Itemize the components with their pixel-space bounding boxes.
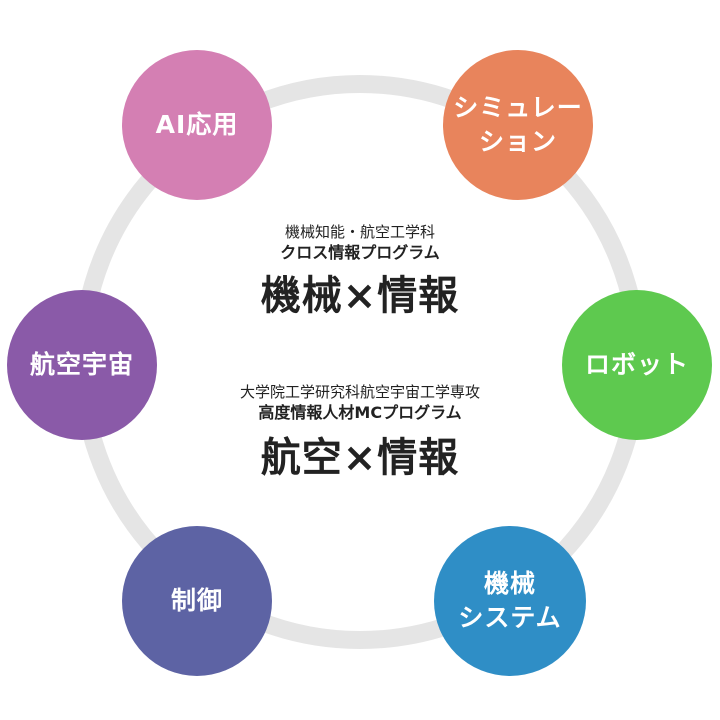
node-ai-application: AI応用 [122,50,272,200]
node-simulation-label: シミュレー ション [453,93,583,156]
center-block-aerospace: 大学院工学研究科航空宇宙工学専攻 高度情報人材MCプログラム 航空×情報 [160,382,560,482]
center-block-mechanical: 機械知能・航空工学科 クロス情報プログラム 機械×情報 [160,222,560,320]
node-ai-application-label: AI応用 [155,110,239,140]
node-robot: ロボット [562,290,712,440]
program-title: 航空×情報 [260,435,460,481]
node-control: 制御 [122,526,272,676]
node-simulation: シミュレー ション [443,50,593,200]
node-aerospace: 航空宇宙 [7,290,157,440]
node-control-label: 制御 [170,586,223,616]
node-robot-label: ロボット [584,350,689,380]
program-name: クロス情報プログラム [280,243,440,262]
department-name: 大学院工学研究科航空宇宙工学専攻 [239,383,480,401]
node-aerospace-label: 航空宇宙 [29,350,134,380]
node-mechanical-system-label: 機械 システム [458,569,562,632]
program-name: 高度情報人材MCプログラム [258,403,462,422]
program-title: 機械×情報 [260,273,460,319]
node-mechanical-system: 機械 システム [434,526,586,676]
department-name: 機械知能・航空工学科 [284,223,435,241]
